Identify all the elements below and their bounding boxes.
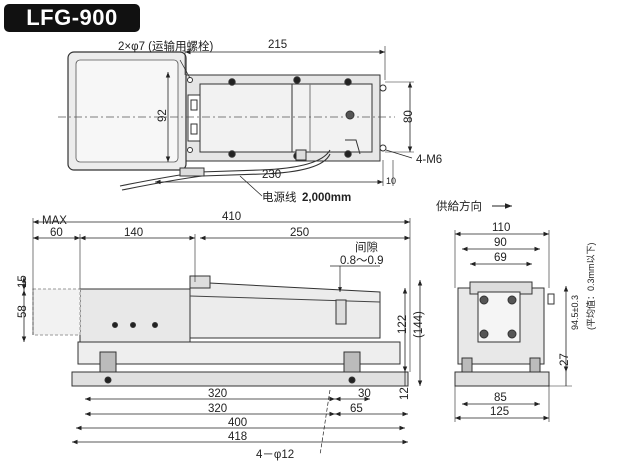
dim-92: 92 <box>157 109 169 122</box>
dim-27: 27 <box>559 353 571 366</box>
dim-144: (144) <box>413 311 425 338</box>
dim-215: 215 <box>268 39 287 51</box>
dim-12: 12 <box>399 387 411 400</box>
model-title: LFG-900 <box>26 5 118 30</box>
model-title-badge: LFG-900 <box>4 4 140 32</box>
cable-label: 电源线 <box>262 190 297 204</box>
cable-length: 2,000mm <box>302 192 351 204</box>
dim-height: 94.5±0.3 <box>570 295 580 330</box>
gap-label: 间隙 <box>355 240 378 254</box>
front-view <box>21 218 423 456</box>
dim-height-note: (平均值：0.3mm以下) <box>585 242 596 330</box>
dim-230: 230 <box>262 169 281 181</box>
dim-110: 110 <box>492 222 510 234</box>
mount-holes-label: 4-M6 <box>416 154 442 166</box>
top-view <box>58 46 414 197</box>
dim-90: 90 <box>494 237 507 249</box>
foot-holes-label: 4－φ12 <box>256 449 294 461</box>
dim-10: 10 <box>386 176 396 186</box>
dim-125: 125 <box>490 406 509 418</box>
dim-250: 250 <box>290 227 309 239</box>
dim-140: 140 <box>124 227 143 239</box>
dim-60: 60 <box>50 227 63 239</box>
dim-418: 418 <box>228 431 247 443</box>
gap-value: 0.8～0.9 <box>340 255 383 267</box>
dim-80: 80 <box>403 110 415 123</box>
dim-15: 15 <box>17 275 29 288</box>
dim-410: 410 <box>222 211 241 223</box>
dim-69: 69 <box>494 252 507 264</box>
transport-bolt-label: 2×φ7 (运输用螺栓) <box>118 39 213 53</box>
dim-320-upper: 320 <box>208 388 227 400</box>
dim-58: 58 <box>17 305 29 318</box>
side-view: 供給方向 <box>436 199 572 422</box>
dim-85: 85 <box>494 392 507 404</box>
dim-320-lower: 320 <box>208 403 227 415</box>
feed-direction-label: 供給方向 <box>436 199 482 213</box>
max-label: MAX <box>42 215 67 227</box>
dim-30: 30 <box>358 388 371 400</box>
dim-65: 65 <box>350 403 363 415</box>
dim-400: 400 <box>228 417 247 429</box>
dim-122: 122 <box>397 315 409 334</box>
